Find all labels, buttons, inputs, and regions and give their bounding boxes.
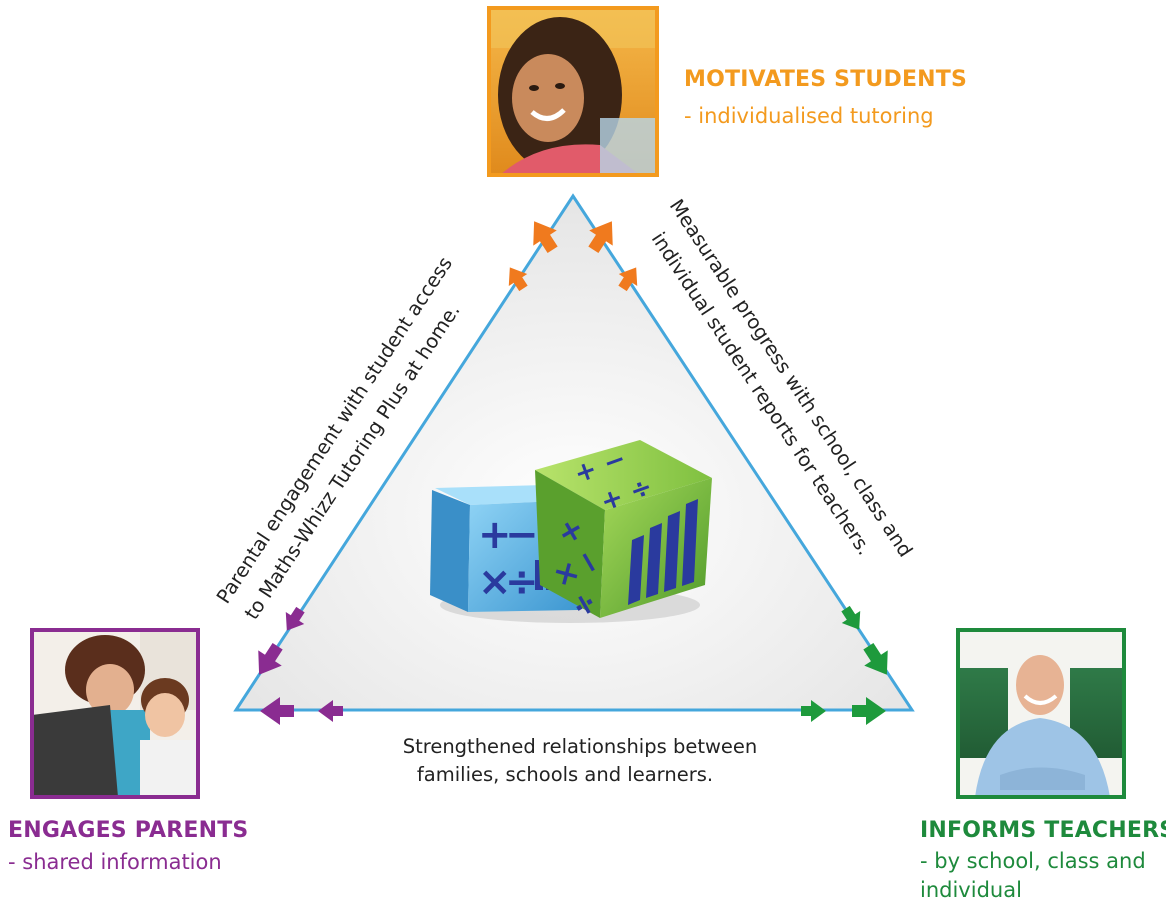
teachers-title: INFORMS TEACHERS	[920, 818, 1166, 843]
bottom-edge-label: Strengthened relationships between famil…	[403, 735, 758, 786]
students-label: MOTIVATES STUDENTS - individualised tuto…	[684, 67, 967, 128]
times-symbol: ×	[478, 559, 512, 605]
arrows-to-students	[508, 221, 638, 292]
arrow-down-left-large	[258, 642, 283, 675]
arrow-up-right-large	[588, 221, 613, 254]
students-title: MOTIVATES STUDENTS	[684, 67, 967, 92]
teachers-label: INFORMS TEACHERS - by school, class and …	[920, 818, 1166, 902]
bottom-edge-line2: families, schools and learners.	[417, 763, 713, 786]
triangle-background	[233, 193, 915, 712]
maths-dice-icon: + × − ÷ + − + ÷ + − × ÷	[430, 440, 712, 624]
arrow-up-left-small	[508, 267, 528, 292]
arrow-left-large	[260, 697, 294, 725]
arrow-up-left-large	[533, 221, 558, 254]
parents-title: ENGAGES PARENTS	[8, 818, 248, 843]
arrows-to-teachers	[801, 605, 888, 725]
arrow-right-small	[801, 700, 826, 722]
teachers-subtitle-line1: - by school, class and	[920, 849, 1146, 873]
teachers-subtitle-line2: individual	[920, 878, 1022, 902]
arrows-to-parents	[258, 606, 343, 725]
plus-symbol: +	[478, 512, 512, 558]
arrow-down-right-large	[863, 642, 888, 675]
parents-photo	[30, 628, 200, 799]
parents-subtitle: - shared information	[8, 850, 222, 874]
students-subtitle: - individualised tutoring	[684, 104, 934, 128]
students-photo	[487, 6, 659, 177]
bottom-edge-line1: Strengthened relationships between	[403, 735, 758, 758]
divide-symbol: ÷	[505, 559, 539, 605]
minus-symbol: −	[505, 512, 539, 558]
arrow-down-right-small	[841, 605, 861, 630]
arrow-up-right-small	[618, 267, 638, 292]
arrow-down-left-small	[285, 606, 305, 631]
arrow-right-large	[852, 697, 886, 725]
teachers-photo	[956, 628, 1126, 799]
arrow-left-small	[318, 700, 343, 722]
parents-label: ENGAGES PARENTS - shared information	[8, 818, 248, 874]
